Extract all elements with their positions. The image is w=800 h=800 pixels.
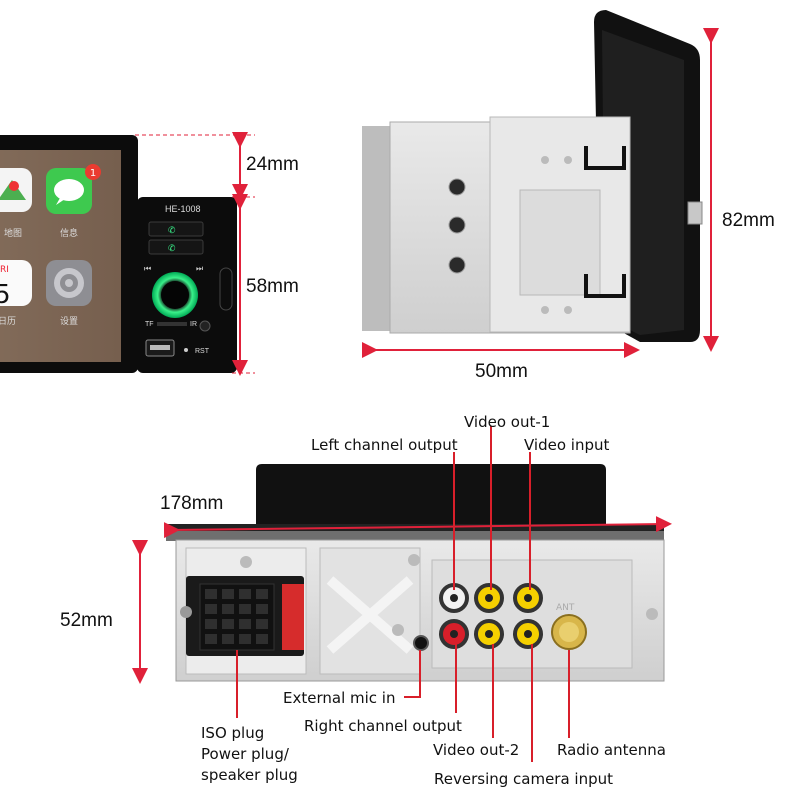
iso-pin — [205, 604, 217, 614]
iso-pin — [205, 619, 217, 629]
iso-pin — [222, 589, 234, 599]
iso-pin — [222, 604, 234, 614]
usb-slot — [219, 267, 233, 311]
messages-app-icon[interactable] — [46, 168, 92, 214]
iso-pin — [239, 589, 251, 599]
iso-pin — [222, 634, 234, 644]
prev-track-icon[interactable]: ⏮ — [144, 264, 151, 273]
iso-pin — [239, 634, 251, 644]
label-iso-plug: ISO plug — [201, 724, 265, 742]
iso-pin — [256, 634, 268, 644]
iso-pin — [256, 604, 268, 614]
tf-card-slot — [157, 322, 187, 326]
iso-pin — [256, 589, 268, 599]
model-label: HE-1008 — [165, 204, 201, 214]
label-radio-antenna: Radio antenna — [557, 741, 666, 759]
screw — [392, 624, 404, 636]
label-external-mic-in: External mic in — [283, 689, 396, 707]
label-reversing-camera-input: Reversing camera input — [434, 770, 614, 788]
label-video-out-2: Video out-2 — [433, 741, 520, 759]
dim-back-height: 52mm — [60, 610, 113, 631]
rear-view: ANT — [166, 464, 665, 682]
iso-pin — [239, 604, 251, 614]
mount-hole — [448, 178, 466, 196]
rear-faceplate — [256, 464, 606, 524]
label-speaker-plug: speaker plug — [201, 766, 298, 784]
rst-label: RST — [195, 348, 210, 355]
rst-button[interactable] — [184, 348, 188, 352]
side-screw — [687, 201, 703, 225]
badge-icon — [85, 164, 101, 180]
dim-back-width: 178mm — [160, 493, 224, 514]
tf-label: TF — [145, 321, 154, 328]
dim-front-top: 24mm — [246, 154, 299, 175]
messages-app-label: 信息 — [60, 227, 78, 239]
mic-jack[interactable] — [413, 635, 429, 651]
ir-sensor — [199, 320, 211, 332]
side-dimension-lines — [362, 28, 719, 358]
calendar-day: 5 — [0, 278, 10, 309]
label-video-input: Video input — [524, 436, 610, 454]
dim-side-height: 82mm — [722, 210, 775, 231]
label-right-channel-output: Right channel output — [304, 717, 462, 735]
label-video-out-1: Video out-1 — [464, 413, 551, 431]
calendar-app-icon[interactable] — [0, 260, 32, 306]
rear-dimension-lines — [132, 516, 672, 684]
label-power-plug: Power plug/ — [201, 745, 289, 763]
maps-app-label: 地图 — [4, 227, 22, 239]
next-track-icon[interactable]: ⏭ — [196, 264, 203, 273]
dim-front-body: 58mm — [246, 276, 299, 297]
side-view — [362, 10, 703, 342]
ant-label: ANT — [556, 603, 575, 613]
screw — [240, 556, 252, 568]
ir-label: IR — [190, 321, 197, 328]
screw — [408, 554, 420, 566]
iso-pin — [205, 589, 217, 599]
calendar-weekday: RI — [0, 265, 9, 275]
bracket-tab — [584, 146, 626, 170]
settings-gear-icon[interactable] — [46, 260, 92, 306]
maps-app-icon[interactable] — [0, 168, 32, 212]
iso-pin — [239, 619, 251, 629]
calendar-app-label: 日历 — [0, 316, 16, 327]
label-left-channel-output: Left channel output — [311, 436, 458, 454]
front-dimension-lines — [135, 132, 255, 376]
iso-pin — [256, 619, 268, 629]
iso-pin — [222, 619, 234, 629]
dim-side-depth: 50mm — [475, 361, 528, 382]
leader-lines — [236, 426, 570, 762]
iso-pin — [205, 634, 217, 644]
screw — [180, 606, 192, 618]
front-view: 地图 1 信息 RI 5 日历 设置 HE-1008 ✆ ✆ — [0, 135, 237, 373]
bracket-tab — [584, 274, 626, 298]
phone-answer-icon: ✆ — [168, 226, 176, 236]
phone-end-icon: ✆ — [168, 244, 176, 254]
mount-hole — [448, 216, 466, 234]
mount-hole — [448, 256, 466, 274]
settings-app-label: 设置 — [60, 316, 78, 327]
call-answer-button[interactable] — [148, 221, 204, 237]
badge-count: 1 — [90, 168, 96, 179]
screw — [646, 608, 658, 620]
call-end-button[interactable] — [148, 239, 204, 255]
